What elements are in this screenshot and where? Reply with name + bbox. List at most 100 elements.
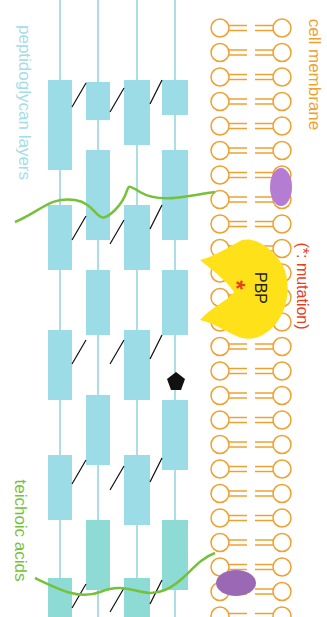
lipid-tail bbox=[255, 226, 273, 228]
lipid-tail bbox=[255, 79, 273, 81]
lipid-head bbox=[273, 240, 291, 258]
lipid-tail bbox=[229, 30, 247, 32]
lipid-tail bbox=[255, 593, 273, 595]
lipid-tail bbox=[229, 343, 247, 345]
crosslink bbox=[72, 216, 86, 240]
glycan-block bbox=[48, 205, 72, 270]
lipid-tail bbox=[255, 373, 273, 375]
lipid-head bbox=[273, 607, 291, 617]
glycan-block bbox=[124, 205, 150, 270]
lipid-tail bbox=[229, 54, 247, 56]
lipid-head bbox=[211, 607, 229, 617]
mutation-marker: * bbox=[224, 280, 248, 289]
lipid-tail bbox=[229, 466, 247, 468]
lipid-tail bbox=[255, 152, 273, 154]
lipid-tail bbox=[229, 221, 247, 223]
glycan-block bbox=[48, 455, 72, 520]
lipid-head bbox=[273, 534, 291, 552]
lipid-tail bbox=[229, 539, 247, 541]
lipid-head bbox=[273, 509, 291, 527]
lipid-tail bbox=[229, 172, 247, 174]
lipid-head bbox=[273, 583, 291, 601]
protein-outline bbox=[196, 238, 290, 342]
lipid-tail bbox=[255, 515, 273, 517]
lipid-tail bbox=[255, 569, 273, 571]
glycan-block bbox=[124, 578, 150, 617]
lipid-tail bbox=[255, 495, 273, 497]
lipid-tail bbox=[255, 201, 273, 203]
lipid-tail bbox=[229, 196, 247, 198]
lipid-tail bbox=[229, 25, 247, 27]
lipid-head bbox=[273, 215, 291, 233]
mutation-note: (*: mutation) bbox=[294, 242, 310, 329]
lipid-tail bbox=[255, 441, 273, 443]
peptidoglycan bbox=[48, 0, 188, 617]
lipid-tail bbox=[229, 520, 247, 522]
lipid-head bbox=[211, 436, 229, 454]
lipid-tail bbox=[229, 49, 247, 51]
glycan-block bbox=[48, 80, 72, 170]
lipid-head bbox=[211, 362, 229, 380]
lipid-head bbox=[211, 509, 229, 527]
lipid-head bbox=[273, 338, 291, 356]
lipid-tail bbox=[229, 471, 247, 473]
lipid-tail bbox=[229, 569, 247, 571]
glycan-block bbox=[86, 270, 110, 335]
lipid-tail bbox=[229, 397, 247, 399]
lipid-tail bbox=[229, 441, 247, 443]
lipid-head bbox=[211, 68, 229, 86]
lipid-tail bbox=[229, 147, 247, 149]
lipid-tail bbox=[255, 30, 273, 32]
lipid-tail bbox=[229, 226, 247, 228]
crosslink bbox=[110, 466, 124, 490]
lipid-tail bbox=[255, 147, 273, 149]
lipid-tail bbox=[229, 79, 247, 81]
lipid-tail bbox=[229, 613, 247, 615]
lipid-head bbox=[273, 19, 291, 37]
lipid-tail bbox=[255, 98, 273, 100]
lipid-tail bbox=[255, 588, 273, 590]
crosslink bbox=[72, 460, 86, 484]
lipid-tail bbox=[229, 177, 247, 179]
lipid-head bbox=[273, 142, 291, 160]
lipid-tail bbox=[229, 98, 247, 100]
teichoic-label: teichoic acids bbox=[12, 479, 29, 581]
lipid-tail bbox=[229, 515, 247, 517]
lipid-tail bbox=[255, 368, 273, 370]
lipid-head bbox=[273, 387, 291, 405]
membrane-protein bbox=[270, 168, 292, 206]
lipid-tail bbox=[255, 343, 273, 345]
lipid-tail bbox=[229, 446, 247, 448]
glycan-block bbox=[86, 395, 110, 465]
lipid-tail bbox=[255, 49, 273, 51]
lipid-tail bbox=[229, 348, 247, 350]
lipid-head bbox=[211, 117, 229, 135]
glycan-block bbox=[48, 578, 72, 617]
lipid-tail bbox=[255, 172, 273, 174]
lipid-tail bbox=[255, 422, 273, 424]
lipid-head bbox=[273, 117, 291, 135]
glycan-block bbox=[162, 520, 188, 590]
lipid-head bbox=[273, 68, 291, 86]
teichoic-acid bbox=[35, 553, 215, 595]
lipid-tail bbox=[229, 373, 247, 375]
lipid-tail bbox=[255, 74, 273, 76]
pbp-shape bbox=[200, 239, 288, 338]
lipid-head bbox=[273, 411, 291, 429]
lipid-head bbox=[211, 485, 229, 503]
lipid-tail bbox=[229, 128, 247, 130]
protein-shape: PBP bbox=[196, 238, 290, 342]
lipid-tail bbox=[229, 392, 247, 394]
crosslink bbox=[72, 83, 86, 107]
lipid-tail bbox=[229, 123, 247, 125]
glycan-block bbox=[162, 400, 188, 470]
lipid-tail bbox=[229, 201, 247, 203]
lipid-tail bbox=[255, 25, 273, 27]
lipid-head bbox=[211, 19, 229, 37]
membrane-protein bbox=[216, 570, 256, 596]
lipid-tail bbox=[229, 495, 247, 497]
lipid-tail bbox=[255, 392, 273, 394]
glycan-block bbox=[162, 80, 188, 115]
lipid-tail bbox=[255, 564, 273, 566]
antibiotic-molecule bbox=[167, 372, 185, 390]
